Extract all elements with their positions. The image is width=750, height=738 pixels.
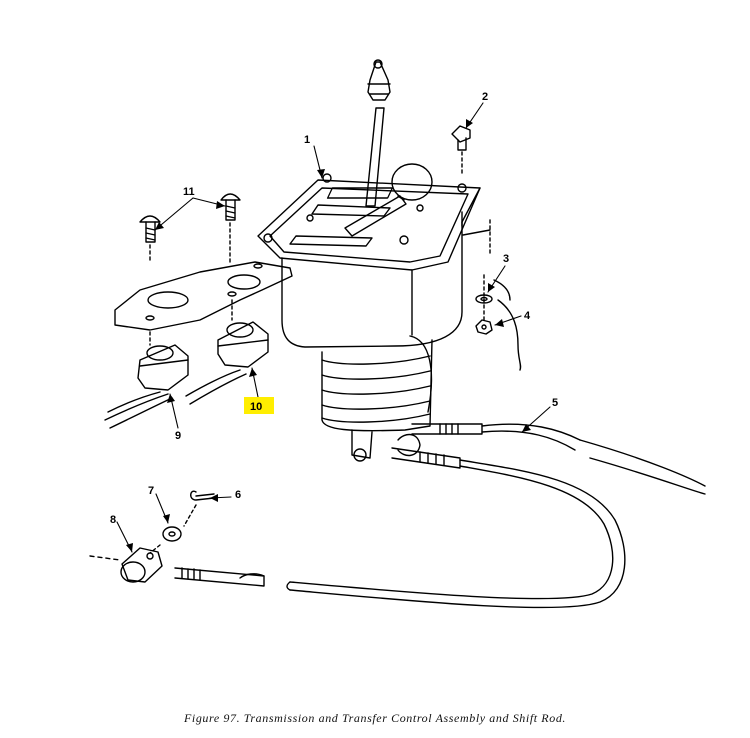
bolt-2 — [451, 125, 471, 176]
callout-6: 6 — [235, 489, 241, 501]
callout-11: 11 — [183, 186, 195, 198]
boot-seal-9 — [104, 331, 189, 429]
cotter-pin-6 — [183, 490, 215, 527]
leader-lines — [116, 102, 551, 553]
shift-cable-5 — [239, 423, 706, 609]
callout-8: 8 — [110, 514, 116, 526]
shift-lever-transfer — [344, 163, 433, 237]
figure-caption: Figure 97. Transmission and Transfer Con… — [183, 711, 567, 725]
nut-4 — [475, 274, 493, 335]
floor-gasket-plate — [114, 261, 293, 331]
leader-arrowheads — [126, 119, 531, 552]
callout-10: 10 — [250, 401, 262, 413]
screw-11-left — [139, 215, 161, 263]
callout-10-highlight — [244, 397, 274, 414]
callout-4: 4 — [524, 310, 531, 322]
callout-2: 2 — [482, 91, 488, 103]
boot-seal-10 — [185, 299, 269, 405]
shift-lever-main — [365, 59, 391, 207]
callout-7: 7 — [148, 485, 154, 497]
callout-1: 1 — [304, 134, 310, 146]
screw-11-right — [220, 193, 241, 263]
shift-rod — [89, 555, 265, 587]
control-housing-assembly — [257, 173, 491, 348]
callout-5: 5 — [552, 397, 558, 409]
callout-9: 9 — [175, 430, 181, 442]
callout-3: 3 — [503, 253, 509, 265]
clevis-8 — [120, 547, 163, 583]
wire-lead — [493, 279, 522, 371]
lower-boot-bellows — [321, 335, 433, 462]
washer-7 — [149, 526, 182, 554]
